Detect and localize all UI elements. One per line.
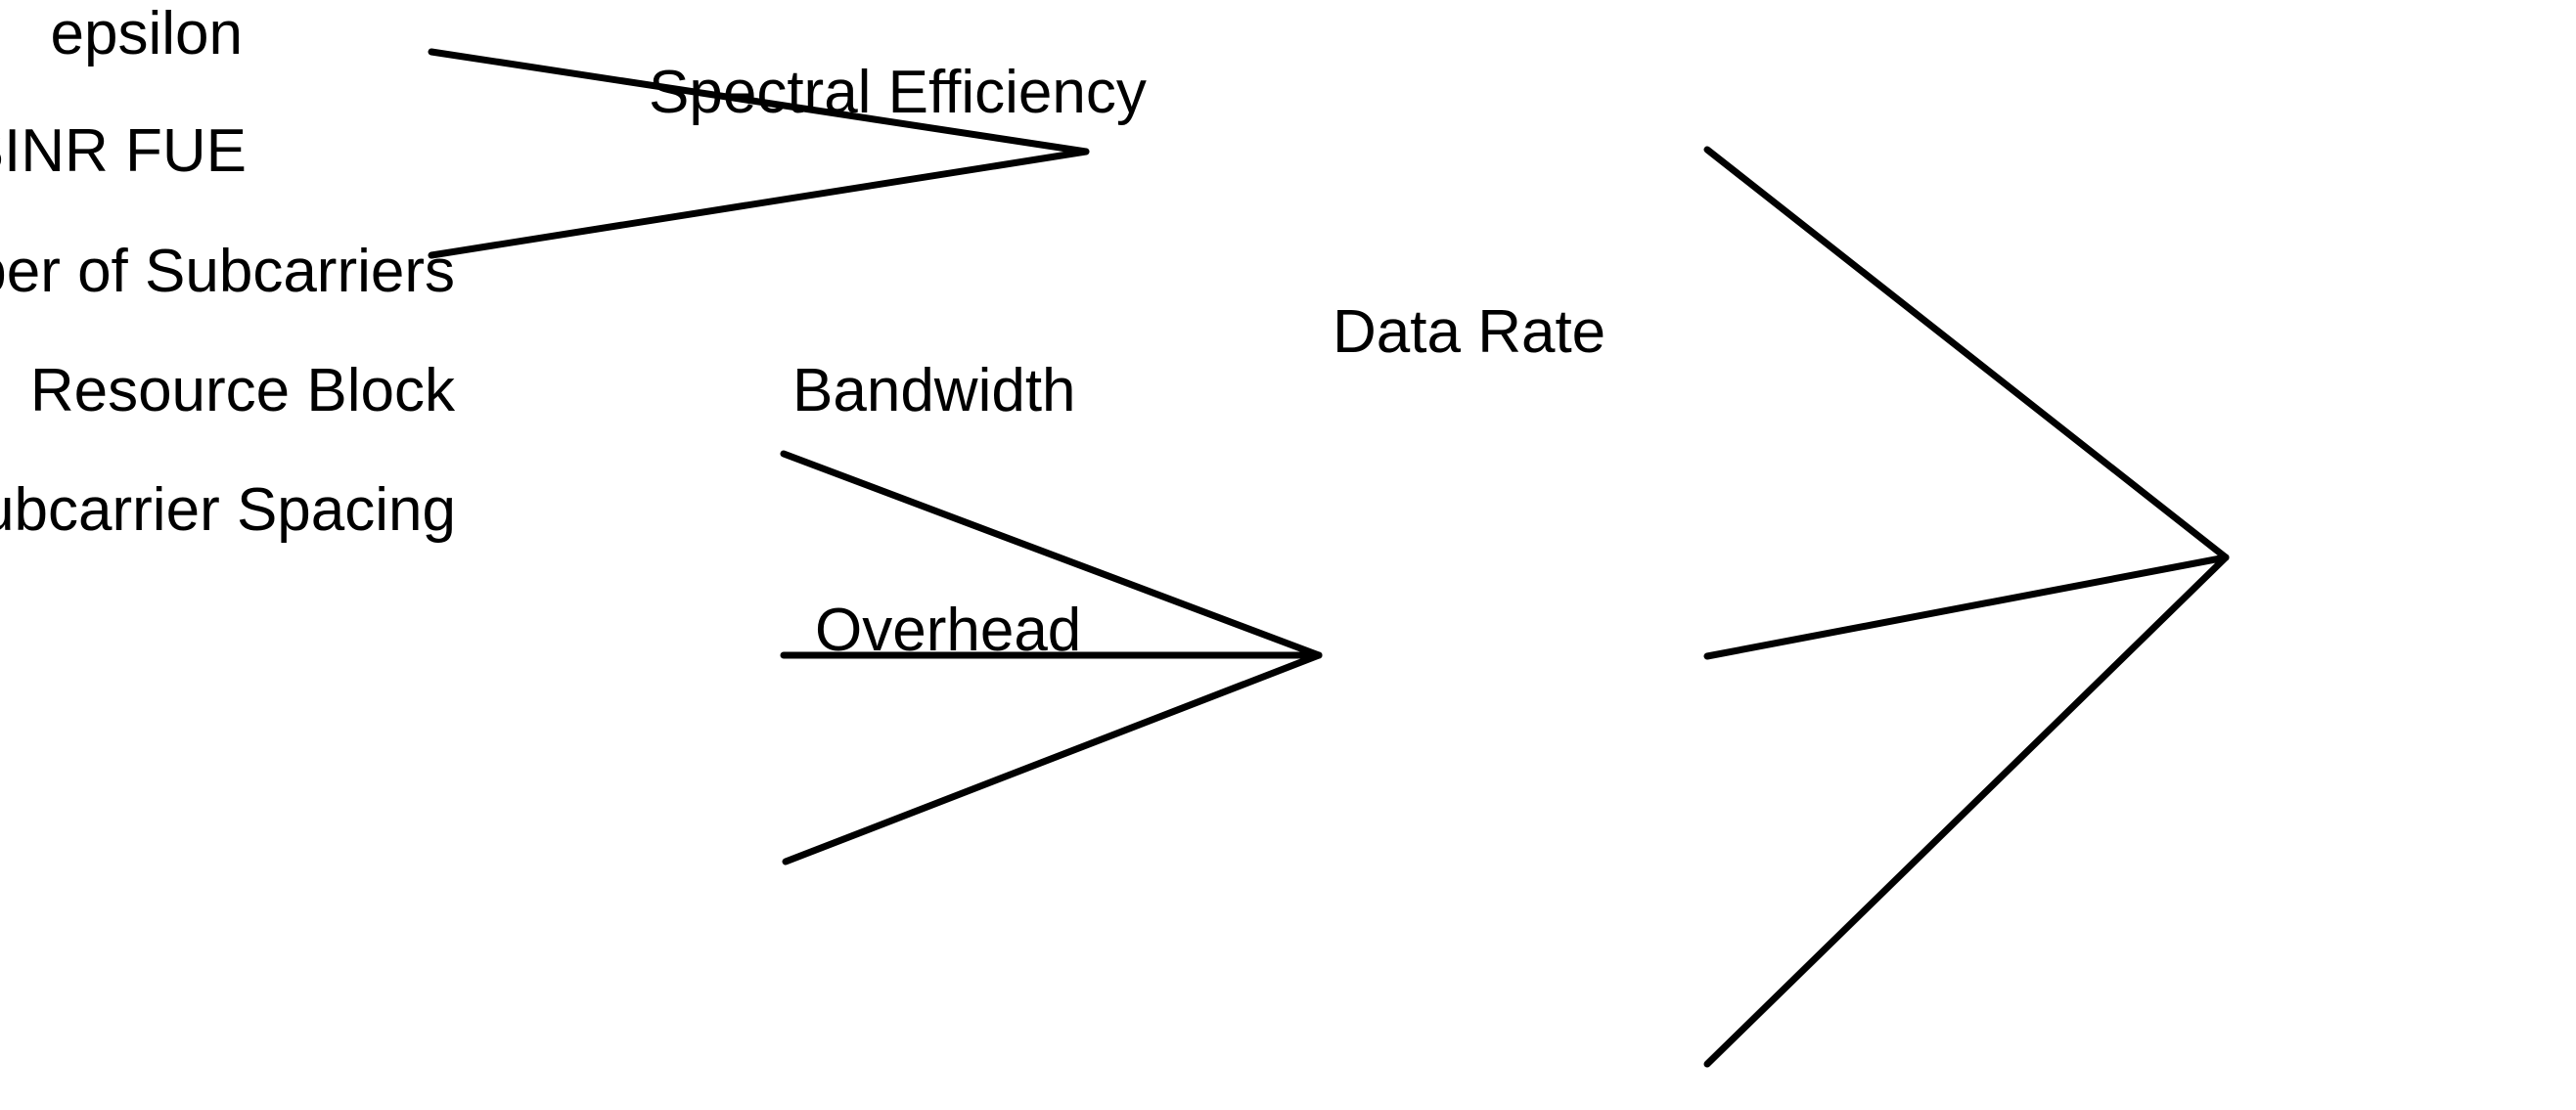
edge-sinr-fue-to-spectral-efficiency [428, 148, 1090, 259]
node-sinr-fue: SINR FUE [0, 117, 247, 185]
node-subcarrier-spacing: Subcarrier Spacing [0, 476, 456, 544]
node-epsilon: epsilon [50, 0, 243, 67]
edge-spectral-efficiency-to-data-rate [1703, 146, 2230, 561]
edge-group [428, 48, 2230, 1068]
node-overhead: Overhead [815, 597, 1082, 664]
edge-epsilon-to-spectral-efficiency [428, 48, 1090, 155]
edge-bandwidth-to-data-rate [1703, 554, 2230, 660]
node-spectral-efficiency: Spectral Efficiency [649, 59, 1147, 126]
node-number-of-subcarriers: Number of Subcarriers [0, 238, 455, 305]
edge-overhead-to-data-rate [1703, 554, 2230, 1068]
edge-number-of-subcarriers-to-bandwidth [780, 450, 1323, 659]
node-bandwidth: Bandwidth [792, 357, 1076, 424]
node-data-rate: Data Rate [1333, 298, 1606, 366]
edge-subcarrier-spacing-to-bandwidth [782, 651, 1323, 866]
node-resource-block: Resource Block [29, 357, 455, 424]
